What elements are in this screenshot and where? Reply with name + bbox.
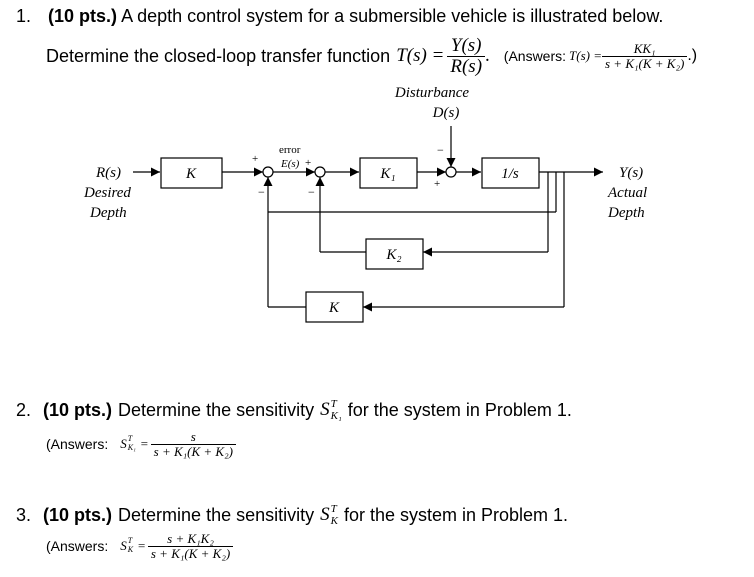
transfer-function-numerator: Y(s)	[450, 34, 482, 56]
problem-2-answer-denominator: s + K₁(K + K₂)	[150, 443, 236, 459]
problem-3-answers-label: (Answers:	[46, 538, 109, 554]
output-desc-line-2: Depth	[607, 205, 645, 221]
problem-2-answer-numerator: s	[190, 428, 196, 444]
gain-k1-label: K₁	[379, 166, 395, 182]
summing-junction-2	[314, 166, 326, 178]
problem-3-answer-fraction: s + K₁K₂ s + K₁(K + K₂)	[147, 530, 234, 561]
problem-1-line-2: Determine the closed-loop transfer funct…	[46, 31, 697, 81]
error-signal-label: E(s)	[280, 158, 300, 170]
problem-3-answer-denominator: s + K₁(K + K₂)	[147, 545, 234, 561]
problem-3-prompt: Determine the sensitivity	[118, 504, 315, 525]
problem-1-answer-lhs: T(s) =	[569, 48, 602, 63]
problem-1-prompt: Determine the closed-loop transfer funct…	[46, 45, 391, 66]
disturbance-signal-label: D(s)	[432, 105, 460, 121]
problem-1-line-1: 1. (10 pts.) A depth control system for …	[16, 6, 663, 27]
output-desc-line-1: Actual	[607, 185, 647, 201]
problem-2-suffix: for the system in Problem 1.	[347, 399, 572, 420]
sum3-plus-sign: +	[434, 178, 440, 190]
problem-1-statement: A depth control system for a submersible…	[121, 6, 664, 26]
problem-3-answer-lhs: S T K =	[120, 536, 146, 554]
sensitivity-symbol-k1: S T K₁	[320, 397, 342, 422]
transfer-function-lhs: T(s) =	[396, 45, 445, 66]
problem-3-line-1: 3. (10 pts.) Determine the sensitivity S…	[16, 499, 568, 531]
sum2-minus-sign: −	[308, 185, 315, 199]
problem-3-points: (10 pts.)	[43, 504, 113, 525]
summing-junction-1	[262, 166, 274, 178]
error-label: error	[279, 144, 301, 156]
problem-2-line-1: 2. (10 pts.) Determine the sensitivity S…	[16, 394, 572, 426]
input-desc-line-1: Desired	[83, 185, 131, 201]
sensitivity-symbol-k: S T K	[320, 502, 338, 527]
transfer-function-period: .	[485, 45, 490, 66]
integrator-label: 1/s	[501, 166, 519, 182]
problem-1-answer-close: .)	[687, 47, 698, 64]
gain-k2-block	[365, 238, 424, 270]
sum1-plus-sign: +	[252, 153, 258, 165]
transfer-function-fraction: Y(s) R(s)	[447, 34, 486, 77]
problem-1-answers-label: (Answers:	[503, 48, 567, 64]
problem-1-points: (10 pts.)	[48, 6, 118, 26]
problem-1-answer-numerator: KK₁	[633, 40, 656, 56]
problem-3-answer: (Answers: S T K = s + K₁K₂ s + K₁(K + K₂…	[46, 526, 234, 566]
sum1-minus-sign: −	[258, 185, 265, 199]
input-desc-line-2: Depth	[89, 205, 127, 221]
problem-2-answer-lhs: S T K₁ =	[120, 434, 149, 452]
problem-2-answer-fraction: s s + K₁(K + K₂)	[150, 428, 236, 459]
problem-2-number: 2.	[16, 399, 32, 420]
gain-k-block	[160, 157, 223, 189]
disturbance-label: Disturbance	[394, 85, 470, 101]
disturbance-summing-junction	[445, 166, 457, 178]
sum3-minus-sign: −	[437, 143, 444, 157]
problem-2-answer: (Answers: S T K₁ = s s + K₁(K + K₂)	[46, 424, 236, 464]
sum2-plus-sign: +	[305, 157, 311, 169]
problem-1-answer-fraction: KK₁ s + K₁(K + K₂)	[602, 40, 688, 71]
gain-k-label: K	[185, 166, 197, 182]
problem-2-answers-label: (Answers:	[46, 436, 109, 452]
output-signal-label: Y(s)	[619, 165, 643, 181]
problem-1-answer-denominator: s + K₁(K + K₂)	[602, 55, 688, 71]
integrator-block	[481, 157, 540, 189]
gain-k2-label: K₂	[385, 247, 401, 263]
problem-3-suffix: for the system in Problem 1.	[343, 504, 569, 525]
transfer-function-denominator: R(s)	[447, 55, 486, 77]
problem-2-prompt: Determine the sensitivity	[118, 399, 315, 420]
problem-2-points: (10 pts.)	[43, 399, 113, 420]
problem-3-answer-numerator: s + K₁K₂	[167, 530, 214, 546]
problem-3-number: 3.	[16, 504, 32, 525]
problem-1-number: 1.	[16, 6, 32, 26]
input-signal-label: R(s)	[95, 165, 121, 181]
feedback-gain-k-label: K	[328, 300, 340, 316]
gain-k1-block	[359, 157, 418, 189]
